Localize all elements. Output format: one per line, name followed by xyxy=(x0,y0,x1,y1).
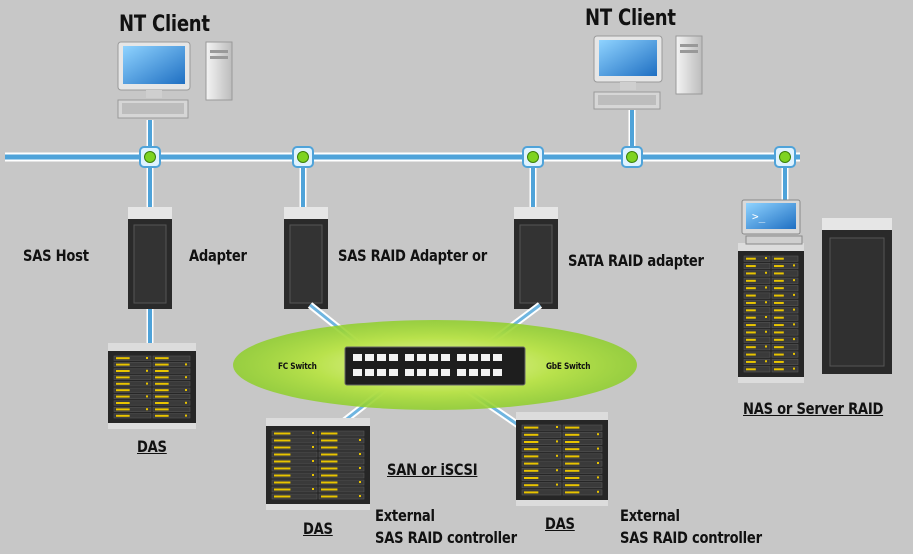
network-nodes xyxy=(139,146,796,168)
server-cabinet-icon xyxy=(822,218,892,374)
sas-raid-adapter-label: SAS RAID Adapter or xyxy=(338,246,488,265)
san-iscsi-label: SAN or iSCSI xyxy=(387,460,478,479)
sas-host-label: SAS Host xyxy=(23,246,89,265)
das-right-label: DAS xyxy=(545,514,575,533)
das-middle-icon xyxy=(266,418,370,510)
pc-right-icon xyxy=(593,35,703,110)
network-node xyxy=(522,146,544,168)
ext-controller-1-line1: External xyxy=(375,506,435,525)
das-middle-label: DAS xyxy=(303,519,333,538)
nas-server-icon xyxy=(738,243,804,383)
fc-switch-label: FC Switch xyxy=(278,362,317,372)
network-node xyxy=(292,146,314,168)
pc-right-label: NT Client xyxy=(585,6,676,31)
svg-text:>_: >_ xyxy=(752,210,766,223)
ext-controller-1-line2: SAS RAID controller xyxy=(375,528,517,547)
pc-left-label: NT Client xyxy=(119,12,210,37)
server-sas-host-icon xyxy=(128,207,172,309)
das-left-label: DAS xyxy=(137,437,167,456)
gbe-switch-label: GbE Switch xyxy=(546,362,591,372)
pc-left-icon xyxy=(117,41,233,119)
server-sas-raid-icon xyxy=(284,207,328,309)
network-node xyxy=(139,146,161,168)
adapter-label: Adapter xyxy=(189,246,247,265)
nas-server-label: NAS or Server RAID xyxy=(743,399,884,418)
sata-raid-adapter-label: SATA RAID adapter xyxy=(568,251,704,270)
server-sata-raid-icon xyxy=(514,207,558,309)
network-switch-icon xyxy=(344,346,526,386)
network-links xyxy=(146,110,789,345)
nas-monitor-icon: >_ xyxy=(741,199,803,245)
network-node xyxy=(774,146,796,168)
das-left-icon xyxy=(108,343,196,429)
network-node xyxy=(621,146,643,168)
das-right-icon xyxy=(516,412,608,506)
ext-controller-2-line1: External xyxy=(620,506,680,525)
ext-controller-2-line2: SAS RAID controller xyxy=(620,528,762,547)
